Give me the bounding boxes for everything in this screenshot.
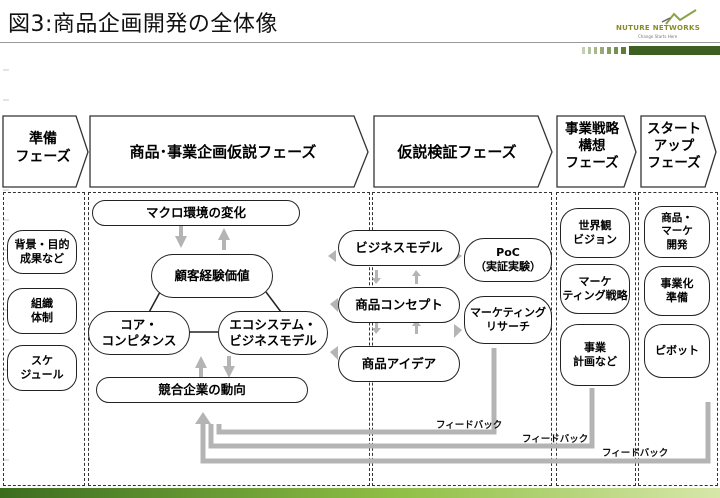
feedback-label-2: フィードバック [522,434,589,445]
product-concept: 商品コンセプト [338,287,460,323]
strategy-marketing: マーケ ティング戦略 [560,264,630,314]
startup-pivot: ピボット [644,324,710,378]
arrow-to-business-model [328,250,336,262]
arrow-comp-up [195,356,207,378]
prep-schedule: スケ ジュール [7,345,77,391]
arrow-concept-to-bm [412,270,421,284]
business-model: ビジネスモデル [338,230,460,266]
footer-bar [0,488,720,498]
column-strategy [556,192,636,486]
competitor-trends: 競合企業の動向 [96,377,308,403]
poc-experiment: PoC （実証実験） [464,238,552,282]
arrow-to-idea [330,346,338,360]
phase-shape-preparation [2,115,89,188]
feedback-label-3: フィードバック [602,448,669,459]
prep-background-goals: 背景・目的 成果など [7,230,77,274]
arrow-concept-to-idea [372,320,381,334]
customer-experience-value: 顧客経験価値 [151,254,273,298]
phase-planning-label: 商品･事業企画仮説フェーズ [129,143,317,161]
arrow-to-marketing [454,324,462,338]
logo-name: NUTURE NETWORKS [616,24,701,32]
company-logo: NUTURE NETWORKS Change Starts Here [616,8,706,42]
prep-organization: 組織 体制 [7,288,77,334]
arrow-idea-to-concept [412,320,421,334]
phase-shape-validation [373,115,553,188]
logo-mark-icon [661,9,697,25]
logo-tagline: Change Starts Here [638,34,678,39]
phase-shape-planning [89,115,369,188]
macro-environment: マクロ環境の変化 [92,200,300,226]
ecosystem-business-model: エコシステム・ ビジネスモデル [218,311,328,355]
strategy-business-plan: 事業 計画など [560,324,630,386]
column-validation [372,192,552,486]
column-preparation [3,192,85,486]
core-competence: コア・ コンピタンス [88,311,190,355]
phase-strategy-label: 事業戦略 構想 フェーズ [565,121,619,171]
feedback-line-2 [208,388,595,449]
page-title: 図3:商品企画開発の全体像 [8,12,278,37]
product-idea: 商品アイデア [338,346,460,382]
feedback-label-1: フィードバック [436,420,503,431]
marketing-research: マーケティング リサーチ [464,296,552,344]
arrow-macro-to-value [175,226,187,248]
feedback-line-3 [216,348,497,435]
feedback-line-1 [200,402,711,464]
header-rule [0,42,720,43]
strategy-vision: 世界観 ビジョン [560,208,630,258]
phase-shape-startup [640,115,717,188]
column-startup [638,192,718,486]
arrow-to-concept [330,298,338,312]
arrow-comp-down [223,356,235,378]
phase-validation-label: 仮説検証フェーズ [397,143,517,161]
phase-preparation-label: 準備 フェーズ [15,131,71,165]
phase-shape-strategy [556,115,637,188]
phase-startup-label: スタート アップ フェーズ [647,121,701,171]
arrow-bm-to-concept [372,270,381,284]
startup-product-dev: 商品・ マーケ 開発 [644,206,710,258]
arrow-value-to-macro [218,228,230,250]
arrow-feedback-head [195,412,211,424]
header-stripe [580,46,720,55]
startup-preparation: 事業化 準備 [644,266,710,316]
